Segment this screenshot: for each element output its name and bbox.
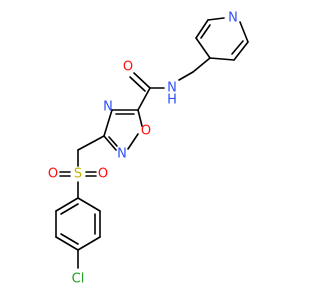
bond-pyridine-inner-1 [231,40,244,55]
bond-phenyl-inner-3 [60,203,79,215]
atom-label-layer: O N H N N O N S O O Cl [48,11,238,287]
bond-ch2-pyridine [192,57,211,73]
bond-n4-c3 [103,109,113,137]
bond-c3-ch2 [77,135,105,151]
bond-pyridine-6 [195,37,211,59]
atom-amide-nitrogen: N [167,81,177,96]
atom-pyridine-nitrogen: N [228,11,238,26]
atom-carbonyl-oxygen: O [123,60,133,75]
atom-ring-nitrogen-2: N [117,147,127,162]
bond-amide-ch2 [178,71,194,81]
bond-phenyl-3 [77,236,101,251]
molecule-structure: O N H N N O N S O O Cl [48,11,249,287]
bond-pyridine-5 [195,19,209,39]
bond-pyridine-2 [233,41,249,61]
bond-pyridine-1 [209,57,235,61]
bond-c3-n2 [103,135,117,151]
atom-ring-nitrogen-4: N [103,100,113,115]
atom-sulfonyl-oxygen-left: O [48,167,58,182]
bond-carbonyl-double-1 [133,72,151,89]
bond-carbonyl-c5 [137,87,151,111]
bond-carbonyl-double-2 [129,76,146,92]
bond-pyridine-4 [207,17,225,21]
bond-o1-c5 [137,109,143,127]
bond-phenyl-6 [55,197,79,212]
atom-ring-oxygen-1: O [141,124,151,139]
atom-sulfonyl-oxygen-right: O [98,167,108,182]
bond-layer [55,17,249,269]
bond-pyridine-3 [239,21,249,43]
bond-phenyl-4 [55,236,79,251]
bond-pyridine-inner-2 [200,24,211,39]
atom-sulfonyl-sulfur: S [74,167,82,182]
sulfonyl-double-bonds [59,171,97,177]
bond-c3-n2-inner [108,136,118,147]
atom-amide-hydrogen: H [167,93,177,108]
atom-chlorine: Cl [72,272,85,287]
bond-n2-o1 [127,133,139,150]
bond-phenyl-inner-2 [60,233,79,245]
bond-phenyl-1 [77,197,101,212]
